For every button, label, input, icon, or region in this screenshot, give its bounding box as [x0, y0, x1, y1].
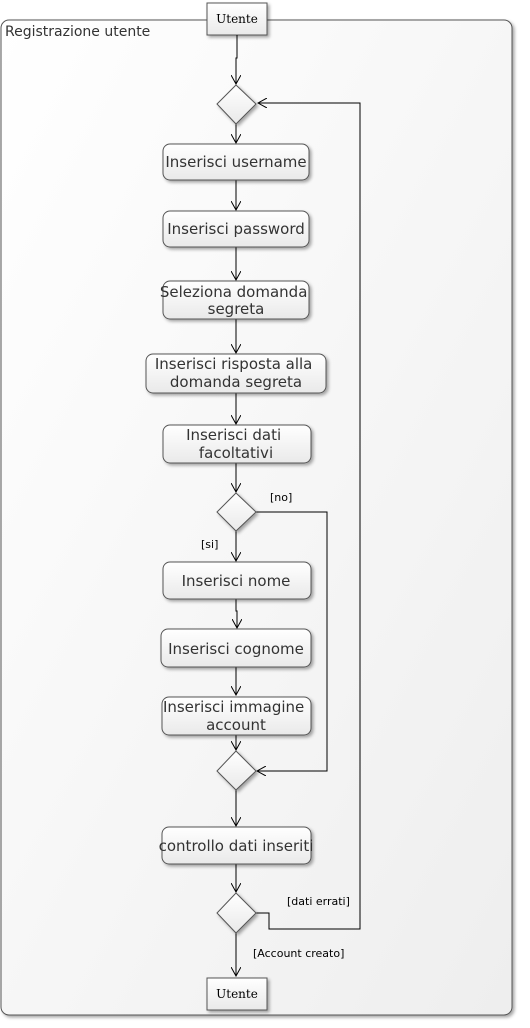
decision-optional-data: [216, 492, 257, 532]
action-nome-label: Inserisci nome: [182, 572, 291, 590]
action-immagine-label: Inserisci immagine account: [163, 698, 309, 734]
action-cognome-label: Inserisci cognome: [168, 640, 304, 658]
action-risposta-line-2: domanda segreta: [170, 373, 302, 391]
edge-no: [255, 511, 328, 771]
action-immagine-line-1: Inserisci immagine: [163, 698, 304, 716]
action-risposta: Inserisci risposta alla domanda segreta: [145, 353, 327, 394]
actor-bottom: Utente: [206, 977, 268, 1011]
action-password-line-1: Inserisci password: [167, 220, 305, 238]
guard-dati-errati: [dati errati]: [287, 895, 350, 908]
action-password: Inserisci password: [162, 210, 310, 248]
guard-account-creato: [Account creato]: [253, 947, 344, 960]
edge-start: [236, 35, 237, 84]
guard-no: [no]: [270, 491, 292, 504]
action-controllo-line-1: controllo dati inseriti: [159, 837, 314, 855]
action-cognome: Inserisci cognome: [160, 628, 312, 668]
action-facoltativi-label: Inserisci dati facoltativi: [186, 426, 286, 462]
action-password-label: Inserisci password: [167, 220, 305, 238]
action-username-label: Inserisci username: [165, 153, 306, 171]
action-facoltativi: Inserisci dati facoltativi: [162, 424, 312, 464]
guard-si: [si]: [201, 538, 218, 551]
action-controllo: controllo dati inseriti: [159, 826, 314, 865]
action-immagine-line-2: account: [206, 716, 266, 734]
action-nome: Inserisci nome: [162, 561, 312, 600]
action-domanda-line-1: Seleziona domanda: [160, 283, 308, 301]
action-immagine: Inserisci immagine account: [161, 696, 312, 736]
action-nome-line-1: Inserisci nome: [182, 572, 291, 590]
decision-loop-merge: [216, 84, 257, 125]
edge-dati-errati: [255, 103, 361, 930]
merge-optional-data: [216, 750, 257, 791]
actor-bottom-label: Utente: [216, 987, 258, 1001]
action-risposta-label: Inserisci risposta alla domanda segreta: [155, 355, 317, 391]
action-username: Inserisci username: [162, 143, 310, 181]
actor-top: Utente: [206, 2, 268, 36]
action-domanda-label: Seleziona domanda segreta: [160, 283, 312, 318]
action-controllo-label: controllo dati inseriti: [159, 837, 314, 855]
swimlane-title: Registrazione utente: [5, 24, 150, 40]
action-cognome-line-1: Inserisci cognome: [168, 640, 304, 658]
edge-to-cognome: [236, 599, 237, 628]
action-risposta-line-1: Inserisci risposta alla: [155, 355, 313, 373]
action-domanda-line-2: segreta: [208, 300, 265, 318]
edges: [236, 35, 361, 976]
actor-top-label: Utente: [216, 12, 258, 26]
action-domanda: Seleziona domanda segreta: [160, 280, 312, 320]
action-facoltativi-line-2: facoltativi: [199, 444, 273, 462]
decision-data-check: [216, 892, 257, 934]
action-username-line-1: Inserisci username: [165, 153, 306, 171]
action-facoltativi-line-1: Inserisci dati: [186, 426, 281, 444]
